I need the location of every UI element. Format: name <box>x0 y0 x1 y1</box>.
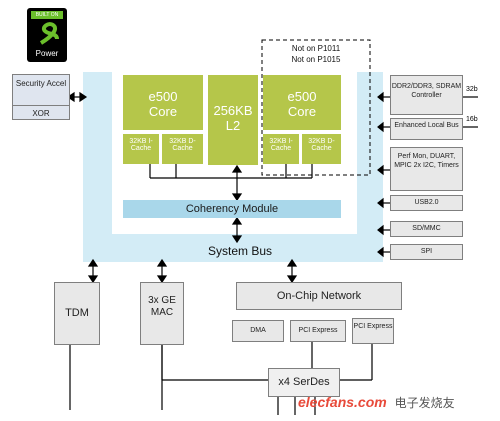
perf-label: Perf Mon, DUART, MPIC 2x I2C, Timers <box>394 153 459 169</box>
ge-mac-label: 3x GE MAC <box>148 295 176 318</box>
elbc-width: 16b <box>466 116 478 123</box>
usb-block: USB2.0 <box>390 195 463 211</box>
core1-icache-label: 32KB I-Cache <box>129 138 153 152</box>
ge-mac-block: 3x GE MAC <box>140 282 184 345</box>
core1-dcache: 32KB D-Cache <box>162 134 203 164</box>
enhanced-local-bus: Enhanced Local Bus <box>390 118 463 140</box>
perf-mon-block: Perf Mon, DUART, MPIC 2x I2C, Timers <box>390 147 463 191</box>
sdmmc-label: SD/MMC <box>412 225 441 232</box>
core1-icache: 32KB I-Cache <box>123 134 159 164</box>
serdes-block: x4 SerDes <box>268 368 340 397</box>
elbc-label: Enhanced Local Bus <box>394 122 459 129</box>
pci-express-1: PCI Express <box>290 320 346 342</box>
l2-title: 256KB <box>213 103 253 118</box>
on-chip-network: On-Chip Network <box>236 282 402 310</box>
sdmmc-block: SD/MMC <box>390 221 463 237</box>
spi-label: SPI <box>420 248 433 255</box>
power-emblem-icon <box>39 22 59 45</box>
built-on-badge: BUILT ON <box>31 11 63 19</box>
ocn-label: On-Chip Network <box>276 290 362 302</box>
watermark: elecfans.com 电子发烧友 <box>298 394 455 411</box>
coherency-label: Coherency Module <box>185 203 279 215</box>
power-logo: BUILT ON Power <box>27 8 67 62</box>
core2-note-2: Not on P1015 <box>291 55 341 64</box>
power-text: Power <box>35 49 59 58</box>
core2-subtitle: Core <box>287 104 317 119</box>
core2-notes: Not on P1011 Not on P1015 <box>262 43 370 65</box>
core2-dcache: 32KB D-Cache <box>302 134 341 164</box>
ddr-label: DDR2/DDR3, SDRAM Controller <box>391 83 462 99</box>
xor-label: XOR <box>12 105 70 120</box>
pci-express-2: PCI Express <box>352 318 394 344</box>
usb-label: USB2.0 <box>414 199 439 206</box>
core1-title: e500 <box>148 89 178 104</box>
l2-subtitle: L2 <box>225 118 241 133</box>
pcie1-label: PCI Express <box>298 327 338 334</box>
security-accel-label: Security Accel <box>15 79 67 88</box>
core2-note-1: Not on P1011 <box>291 44 341 53</box>
ddr-controller: DDR2/DDR3, SDRAM Controller <box>390 75 463 115</box>
core2-icache-label: 32KB I-Cache <box>269 138 293 152</box>
watermark-cn: 电子发烧友 <box>394 396 455 410</box>
spi-block: SPI <box>390 244 463 260</box>
l2-cache: 256KB L2 <box>208 75 258 165</box>
tdm-block: TDM <box>54 282 100 345</box>
core2-title: e500 <box>287 89 317 104</box>
coherency-module: Coherency Module <box>123 200 341 218</box>
serdes-label: x4 SerDes <box>278 376 330 388</box>
e500-core-2: e500 Core <box>263 75 341 130</box>
core2-dcache-label: 32KB D-Cache <box>308 138 335 152</box>
pcie2-label: PCI Express <box>353 323 393 330</box>
tdm-label: TDM <box>65 307 89 319</box>
core2-icache: 32KB I-Cache <box>263 134 299 164</box>
core1-subtitle: Core <box>148 104 178 119</box>
dma-label: DMA <box>250 327 266 334</box>
core1-dcache-label: 32KB D-Cache <box>169 138 196 152</box>
dma-block: DMA <box>232 320 284 342</box>
ddr-width: 32b <box>466 86 478 93</box>
system-bus-label: System Bus <box>207 244 273 258</box>
watermark-site: elecfans.com <box>298 394 387 410</box>
e500-core-1: e500 Core <box>123 75 203 130</box>
security-accel-block: Security Accel XOR <box>12 74 70 120</box>
